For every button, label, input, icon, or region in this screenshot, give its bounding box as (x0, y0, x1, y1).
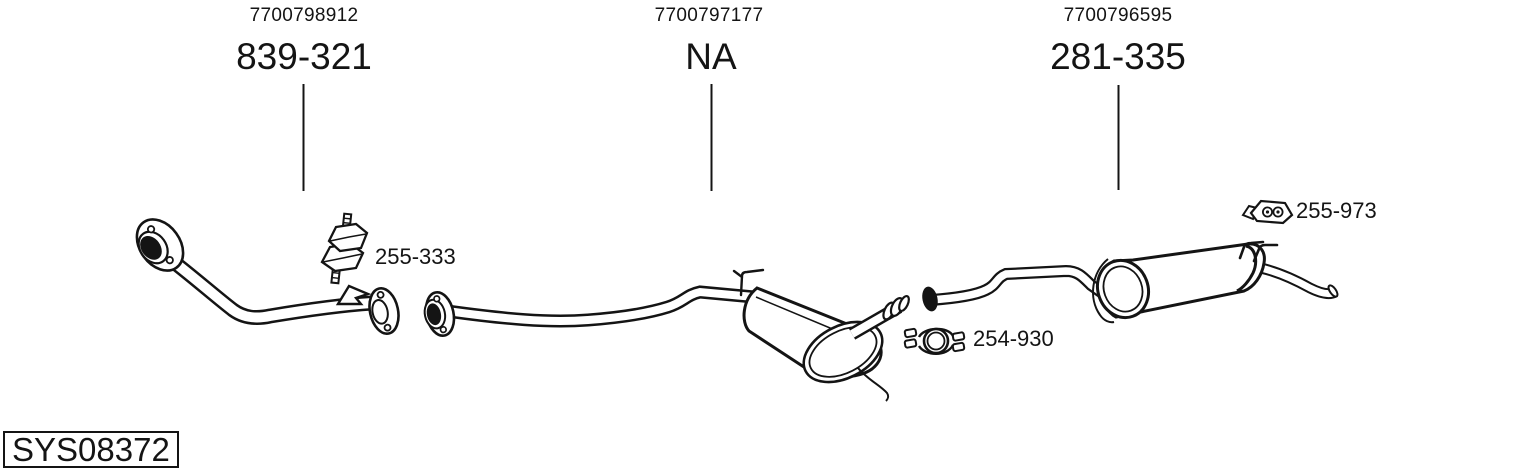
oe-number-rear-silencer: 7700796595 (1063, 5, 1173, 26)
ref-number-rear-silencer: 281-335 (1050, 36, 1186, 77)
oe-number-centre-silencer: 7700797177 (654, 5, 764, 26)
front-pipe-drawing (135, 218, 400, 335)
hanger-pin (1252, 243, 1279, 263)
centre-inlet-flange (423, 290, 456, 338)
front-pipe-end-flange (368, 287, 400, 335)
ref-number-centre-silencer: NA (685, 36, 737, 77)
part-number-rubber-mounting: 255-333 (375, 244, 456, 269)
hanger-rod (732, 268, 765, 297)
system-code-box: SYS08372 (3, 431, 179, 468)
ref-number-front-pipe: 839-321 (236, 36, 372, 77)
hanger-bracket-icon (1241, 199, 1294, 225)
pipe-clamp-icon (903, 327, 966, 355)
rear-silencer-drawing (922, 240, 1339, 324)
rubber-mounting-icon (320, 212, 369, 285)
pipe-bracket (335, 284, 372, 306)
front-flange (135, 218, 185, 272)
part-number-pipe-clamp: 254-930 (973, 326, 1054, 351)
part-number-hanger-bracket: 255-973 (1296, 198, 1377, 223)
pipe-open-end (922, 286, 938, 312)
leader-lines (302, 84, 1120, 191)
oe-number-front-pipe: 7700798912 (249, 5, 359, 26)
hanger-pin (1238, 240, 1265, 260)
centre-silencer-drawing (423, 268, 910, 402)
